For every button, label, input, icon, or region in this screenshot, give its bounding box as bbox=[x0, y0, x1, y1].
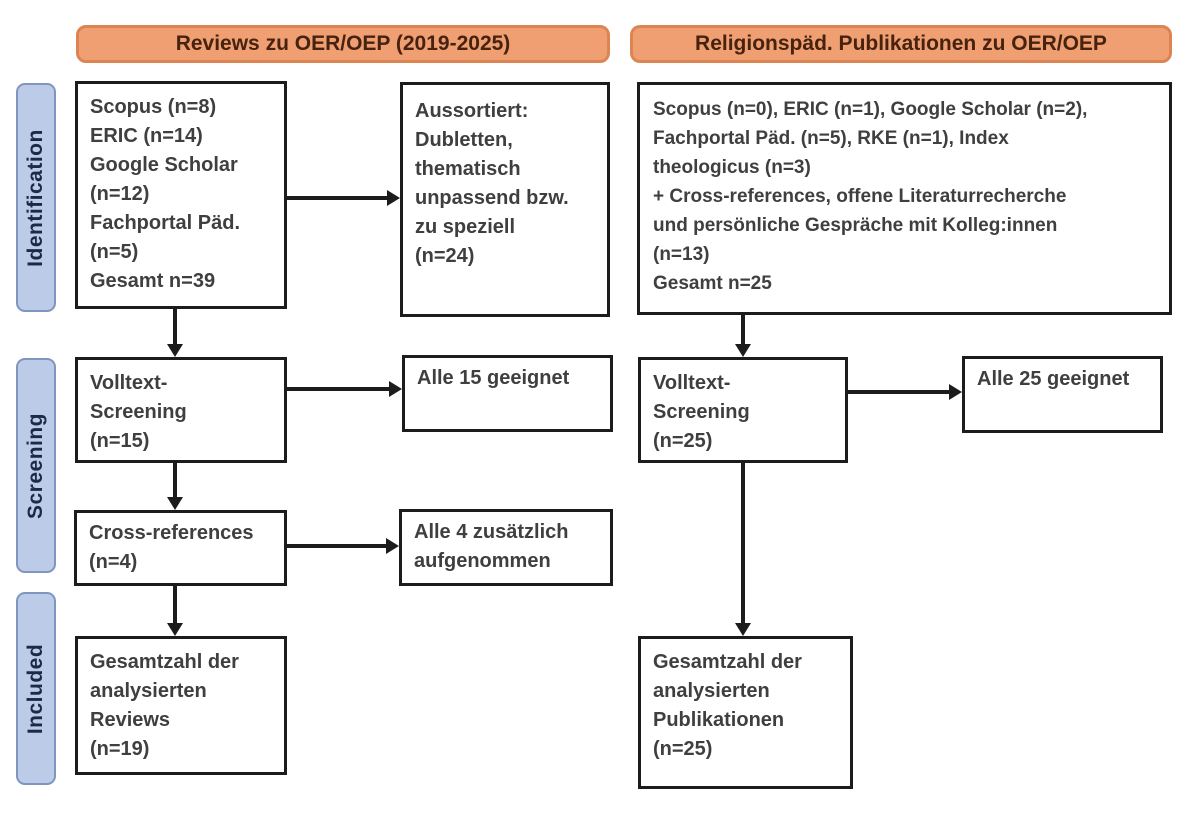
arrow-line bbox=[287, 544, 386, 548]
box-left-fulltext-screening: Volltext- Screening (n=15) bbox=[75, 357, 287, 463]
box-right-sources: Scopus (n=0), ERIC (n=1), Google Scholar… bbox=[637, 82, 1172, 315]
arrow-line bbox=[741, 315, 745, 344]
box-right-included-total: Gesamtzahl der analysierten Publikatione… bbox=[638, 636, 853, 789]
box-right-fulltext-screening: Volltext- Screening (n=25) bbox=[638, 357, 848, 463]
arrow-head-icon bbox=[167, 344, 183, 357]
arrow-head-icon bbox=[167, 623, 183, 636]
arrow-head-icon bbox=[167, 497, 183, 510]
stage-label-identification-text: Identification bbox=[24, 128, 48, 267]
stage-label-screening: Screening bbox=[16, 358, 56, 573]
box-left-fulltext-result: Alle 15 geeignet bbox=[402, 355, 613, 432]
box-left-included-total: Gesamtzahl der analysierten Reviews (n=1… bbox=[75, 636, 287, 775]
stage-label-screening-text: Screening bbox=[24, 412, 48, 519]
stage-label-included: Included bbox=[16, 592, 56, 785]
column-header-reviews: Reviews zu OER/OEP (2019-2025) bbox=[76, 25, 610, 63]
arrow-line bbox=[287, 387, 389, 391]
box-left-excluded: Aussortiert: Dubletten, thematisch unpas… bbox=[400, 82, 610, 317]
arrow-line bbox=[173, 463, 177, 497]
column-header-religionspaed: Religionspäd. Publikationen zu OER/OEP bbox=[630, 25, 1172, 63]
box-left-crossref-result: Alle 4 zusätzlich aufgenommen bbox=[399, 509, 613, 586]
arrow-head-icon bbox=[386, 538, 399, 554]
box-left-crossreferences: Cross-references (n=4) bbox=[74, 510, 287, 586]
arrow-head-icon bbox=[735, 623, 751, 636]
arrow-head-icon bbox=[949, 384, 962, 400]
arrow-line bbox=[848, 390, 949, 394]
arrow-line bbox=[173, 309, 177, 344]
arrow-head-icon bbox=[735, 344, 751, 357]
arrow-head-icon bbox=[387, 190, 400, 206]
box-left-sources: Scopus (n=8) ERIC (n=14) Google Scholar … bbox=[75, 81, 287, 309]
arrow-line bbox=[287, 196, 387, 200]
box-right-fulltext-result: Alle 25 geeignet bbox=[962, 356, 1163, 433]
stage-label-included-text: Included bbox=[24, 643, 47, 734]
stage-label-identification: Identification bbox=[16, 83, 56, 312]
arrow-line bbox=[173, 586, 177, 623]
arrow-line bbox=[741, 463, 745, 623]
arrow-head-icon bbox=[389, 381, 402, 397]
